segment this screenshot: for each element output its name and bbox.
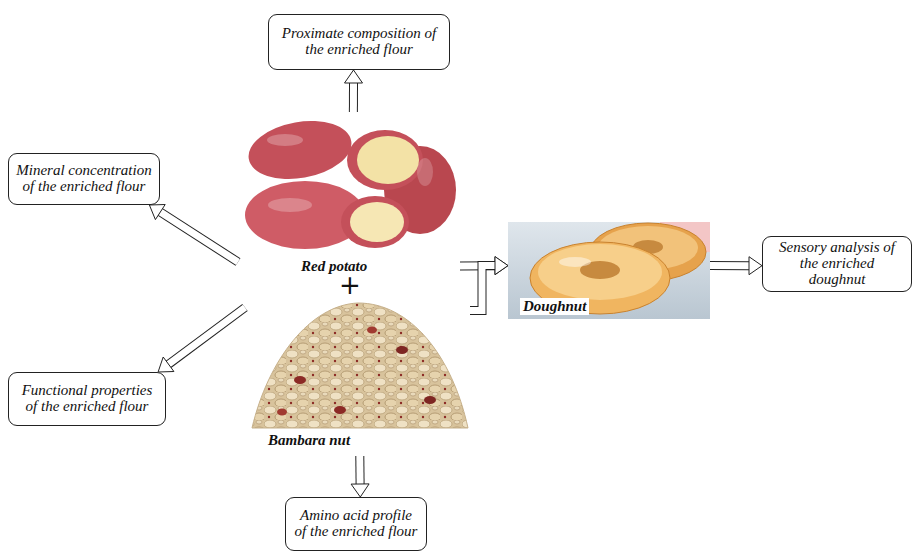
arrow-shaft-fill	[160, 212, 238, 262]
block-arrow	[345, 70, 363, 112]
box-text: Functional properties of the enriched fl…	[16, 383, 158, 415]
arrow-shaft-fill	[710, 262, 749, 269]
image-caption: Doughnut	[520, 298, 589, 315]
block-arrow	[470, 257, 508, 311]
box-text: Mineral concentration of the enriched fl…	[16, 163, 152, 195]
box-text: Proximate composition of the enriched fl…	[276, 26, 442, 58]
arrow-shaft-outline	[470, 266, 495, 311]
arrow-shaft-outline	[710, 261, 749, 270]
process-box: Mineral concentration of the enriched fl…	[8, 153, 160, 205]
process-box: Functional properties of the enriched fl…	[8, 372, 166, 426]
plus-sign: +	[339, 272, 361, 298]
picture-node: Red potato	[238, 112, 460, 274]
arrow-shaft-fill	[350, 83, 357, 112]
process-box: Proximate composition of the enriched fl…	[268, 14, 450, 70]
picture-node: Doughnut	[508, 222, 710, 319]
arrow-shaft-fill	[470, 266, 495, 311]
arrow-head	[749, 257, 762, 275]
doughnut-picture	[508, 222, 710, 319]
arrow-shaft-outline	[169, 308, 246, 365]
arrow-shaft-outline	[355, 456, 364, 484]
arrow-shaft-fill	[169, 308, 246, 365]
arrow-shaft-outline	[349, 83, 358, 112]
picture-node: Bambara nut	[245, 298, 470, 456]
block-arrow	[158, 308, 245, 373]
arrow-head	[351, 484, 369, 497]
block-arrow	[710, 257, 762, 275]
arrow-head	[345, 70, 363, 83]
block-arrow	[149, 205, 238, 263]
arrow-head	[158, 357, 174, 372]
box-text: Amino acid profile of the enriched flour	[293, 508, 419, 540]
process-box: Amino acid profile of the enriched flour	[285, 497, 427, 551]
block-arrow	[351, 456, 369, 497]
arrow-shaft-fill	[356, 456, 363, 484]
process-box: Sensory analysis of the enriched doughnu…	[762, 236, 912, 292]
arrow-head	[495, 257, 508, 275]
arrow-shaft-outline	[160, 212, 238, 262]
arrow-head	[495, 257, 508, 275]
potato-picture	[244, 113, 456, 249]
arrow-head	[149, 205, 165, 220]
image-caption: Bambara nut	[265, 432, 353, 449]
bambara-picture	[252, 303, 468, 428]
box-text: Sensory analysis of the enriched doughnu…	[770, 240, 904, 287]
